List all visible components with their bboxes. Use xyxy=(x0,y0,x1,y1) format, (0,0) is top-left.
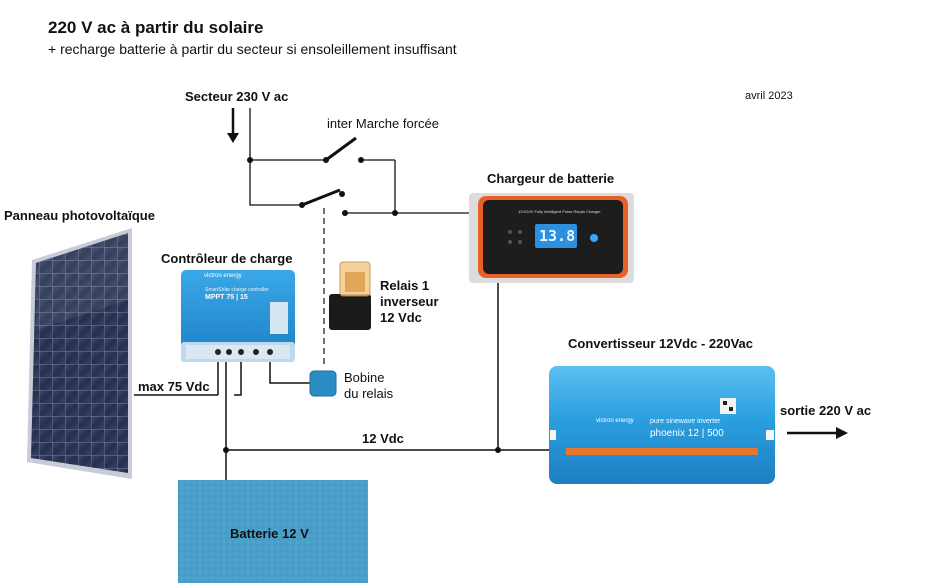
output-label: sortie 220 V ac xyxy=(780,403,872,418)
relay-contact-switch xyxy=(299,188,348,216)
controller-brand: victron energy xyxy=(204,273,242,279)
charger-display: 13.8 xyxy=(539,227,576,245)
panel-label: Panneau photovoltaïque xyxy=(4,208,155,223)
max-voltage-label: max 75 Vdc xyxy=(138,379,210,394)
solar-panel xyxy=(27,228,132,479)
relay-label-line3: 12 Vdc xyxy=(380,310,422,325)
battery xyxy=(178,480,368,583)
mains-label: Secteur 230 V ac xyxy=(185,89,289,104)
relay-label-line1: Relais 1 xyxy=(380,278,430,293)
coil-label: Bobine du relais xyxy=(344,370,393,402)
wire-junctions xyxy=(223,157,501,453)
diagram-title: 220 V ac à partir du solaire xyxy=(48,18,264,37)
inverter-model: phoenix 12 | 500 xyxy=(650,428,724,439)
charger-label: Chargeur de batterie xyxy=(487,171,615,186)
output-arrow xyxy=(787,427,848,439)
relay-label: Relais 1 inverseur 12 Vdc xyxy=(380,278,439,326)
coil-label-line1: Bobine xyxy=(344,370,385,385)
battery-label: Batterie 12 V xyxy=(230,526,309,541)
date-label: avril 2023 xyxy=(745,90,793,102)
controller-line1: SmartSolar charge controller xyxy=(205,287,269,293)
forced-switch-label: inter Marche forcée xyxy=(327,116,439,131)
relay-coil xyxy=(309,370,337,397)
controller-label: Contrôleur de charge xyxy=(161,251,293,266)
inverter-brand: victron energy xyxy=(596,418,634,424)
charger-header: 12V/24V Fully Intelligent Pulse Repair C… xyxy=(518,209,601,214)
battery-charger xyxy=(469,193,634,283)
charge-controller xyxy=(181,270,295,362)
relay-module xyxy=(329,261,371,330)
inverter-line1: pure sinewave inverter xyxy=(650,418,721,425)
inverter-label: Convertisseur 12Vdc - 220Vac xyxy=(568,336,753,351)
coil-label-line2: du relais xyxy=(344,386,394,401)
mains-input-arrow xyxy=(227,108,239,143)
controller-model: MPPT 75 | 15 xyxy=(205,294,248,301)
inverter xyxy=(549,366,775,484)
forced-run-switch[interactable] xyxy=(323,136,364,163)
dc-wiring xyxy=(134,283,550,480)
diagram-subtitle: + recharge batterie à partir du secteur … xyxy=(48,41,457,57)
bus-voltage-label: 12 Vdc xyxy=(362,431,404,446)
relay-label-line2: inverseur xyxy=(380,294,439,309)
